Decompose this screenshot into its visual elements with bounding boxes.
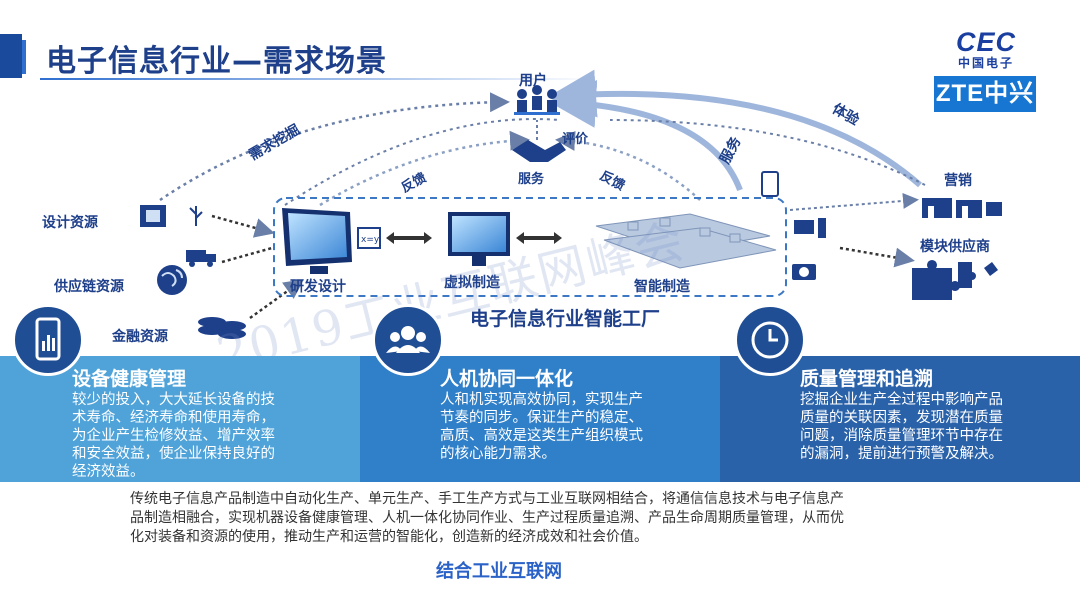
phone-chart-icon — [12, 304, 84, 376]
summary-line: 品制造相融合，实现机器设备健康管理、人机一体化协同作业、生产过程质量追溯、产品生… — [130, 510, 844, 526]
group-icon — [372, 304, 444, 376]
double-arrow-right — [516, 232, 562, 244]
header-accent-rule — [22, 40, 26, 74]
puzzle-icon — [912, 259, 998, 300]
production-line-icon — [595, 213, 777, 269]
summary-line: 传统电子信息产品制造中自动化生产、单元生产、手工生产方式与工业互联网相结合，将通… — [130, 491, 844, 507]
truck-icon — [186, 250, 216, 267]
handshake-icon — [512, 140, 566, 162]
panel-line: 质量的关联因素，发现潜在质量 — [800, 410, 1003, 426]
virtual-monitor-icon — [448, 212, 510, 266]
zte-logo: ZTE中兴 — [934, 76, 1036, 112]
label-finance-resources: 金融资源 — [112, 329, 168, 345]
label-virtual-manufacturing: 虚拟制造 — [444, 275, 500, 291]
panel-line: 的核心能力需求。 — [440, 446, 556, 462]
supplier-link — [839, 246, 915, 268]
panel-title: 质量管理和追溯 — [800, 368, 934, 390]
user-icon — [514, 85, 560, 115]
marketing-link — [789, 192, 919, 211]
usb-icon — [189, 206, 203, 226]
panel-body: 挖掘企业生产全过程中影响产品 质量的关联因素，发现潜在质量 问题，消除质量管理环… — [800, 391, 1003, 463]
feedback-right-arc — [555, 130, 701, 201]
conclusion: 结合工业互联网 — [436, 561, 562, 582]
panel-title: 人机协同一体化 — [440, 368, 574, 390]
panel-title: 设备健康管理 — [72, 368, 187, 390]
label-supply-chain-resources: 供应链资源 — [54, 279, 124, 295]
panel-line: 的漏洞，提前进行预警及解决。 — [800, 446, 1003, 462]
label-user: 用户 — [519, 73, 547, 89]
experience-arc — [548, 69, 922, 188]
label-marketing: 营销 — [944, 173, 972, 189]
marketing-arc — [609, 119, 926, 186]
camera-icon — [792, 264, 816, 280]
outer-dotted-arc — [284, 118, 561, 206]
panel-line: 问题，消除质量管理环节中存在 — [800, 428, 1003, 444]
panel-line: 较少的投入，大大延长设备的技 — [72, 392, 275, 408]
label-module-supplier: 模块供应商 — [920, 239, 990, 255]
finance-link — [249, 279, 305, 320]
header-underline — [40, 78, 600, 80]
panel-equipment-health: 设备健康管理 较少的投入，大大延长设备的技 术寿命、经济寿命和使用寿命， 为企业… — [0, 356, 360, 482]
panel-line: 和安全效益，使企业保持良好的 — [72, 446, 275, 462]
panel-line: 人和机实现高效协同，实现生产 — [440, 392, 643, 408]
coins-icon — [198, 317, 246, 339]
header-accent-bar — [0, 34, 22, 78]
svg-text:x=y: x=y — [361, 235, 380, 245]
summary-text: 传统电子信息产品制造中自动化生产、单元生产、手工生产方式与工业互联网相结合，将通… — [130, 490, 950, 547]
panel-quality-trace: 质量管理和追溯 挖掘企业生产全过程中影响产品 质量的关联因素，发现潜在质量 问题… — [720, 356, 1080, 482]
panel-line: 挖掘企业生产全过程中影响产品 — [800, 392, 1003, 408]
label-service: 服务 — [518, 172, 545, 187]
double-arrow-left — [386, 232, 432, 244]
rd-monitor-icon — [282, 208, 352, 274]
clock-icon — [734, 304, 806, 376]
panel-line: 节奏的同步。保证生产的稳定、 — [440, 410, 643, 426]
cec-logo: CEC 中国电子 — [938, 28, 1034, 70]
summary-line: 化对装备和资源的使用，推动生产和运营的智能化，创造新的经济成效和社会价值。 — [130, 529, 648, 545]
cec-logo-chinese: 中国电子 — [957, 56, 1014, 70]
panel-body: 较少的投入，大大延长设备的技 术寿命、经济寿命和使用寿命， 为企业产生检修效益、… — [72, 391, 275, 481]
label-design-resources: 设计资源 — [42, 215, 98, 231]
computer-icon — [794, 218, 826, 238]
demand-mining-arc — [159, 92, 510, 202]
design-link — [211, 214, 275, 238]
phone-icon — [761, 171, 779, 197]
label-evaluate: 评价 — [562, 132, 589, 147]
panel-human-machine: 人机协同一体化 人和机实现高效协同，实现生产 节奏的同步。保证生产的稳定、 高质… — [360, 356, 720, 482]
cec-logo-mark: CEC — [955, 27, 1016, 57]
smart-factory-boundary — [273, 197, 787, 297]
page-title: 电子信息行业—需求场景 — [46, 44, 387, 79]
panel-body: 人和机实现高效协同，实现生产 节奏的同步。保证生产的稳定、 高质、高效是这类生产… — [440, 391, 643, 463]
panel-line: 术寿命、经济寿命和使用寿命， — [72, 410, 275, 426]
panel-line: 为企业产生检修效益、增产效率 — [72, 428, 275, 444]
panel-line: 经济效益。 — [72, 464, 145, 480]
label-rd-design: 研发设计 — [290, 279, 346, 295]
supply-link — [221, 246, 273, 264]
factory-title: 电子信息行业智能工厂 — [470, 308, 661, 330]
formula-icon: x=y — [357, 227, 381, 249]
panel-line: 高质、高效是这类生产组织模式 — [440, 428, 643, 444]
label-smart-manufacturing: 智能制造 — [634, 279, 690, 295]
feedback-left-arc — [319, 130, 530, 207]
globe-icon — [157, 265, 187, 295]
chip-icon — [140, 205, 166, 227]
store-icon — [922, 198, 1002, 218]
